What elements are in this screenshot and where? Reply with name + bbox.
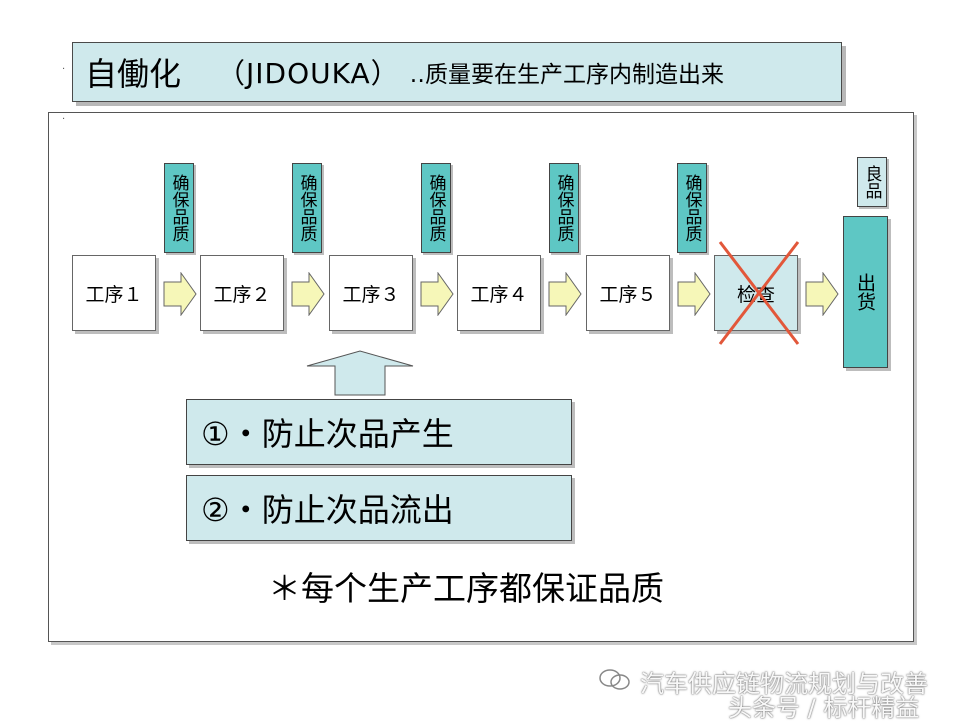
arrow-up-icon	[306, 350, 414, 396]
title-main: 自働化	[85, 55, 182, 93]
decorative-dot: ·	[62, 114, 66, 125]
footer-statement: ＊每个生产工序都保证品质	[268, 569, 664, 608]
process-2: 工序２	[200, 255, 284, 331]
title-roman: （JIDOUKA）	[217, 57, 400, 90]
quality-tag-5: 确保品质	[677, 163, 707, 253]
quality-tag-2: 确保品质	[292, 163, 322, 253]
arrow-right-icon	[420, 272, 454, 316]
arrow-right-icon	[805, 272, 839, 316]
decorative-dot: ·	[62, 64, 66, 75]
note-prevent-outflow: ②・防止次品流出	[186, 475, 572, 541]
arrow-right-icon	[548, 272, 582, 316]
watermark-logo-icon	[599, 669, 630, 690]
process-3: 工序３	[329, 255, 413, 331]
shipping-box: 出货	[843, 216, 888, 368]
quality-tag-4: 确保品质	[549, 163, 579, 253]
watermark-line-2: 头条号 / 标杆精益	[728, 694, 920, 722]
arrow-right-icon	[677, 272, 711, 316]
good-product-tag: 良品	[857, 157, 887, 207]
quality-tag-1: 确保品质	[164, 163, 194, 253]
note-prevent-defects: ①・防止次品产生	[186, 399, 572, 465]
arrow-right-icon	[291, 272, 325, 316]
process-4: 工序４	[457, 255, 541, 331]
watermark-line-1: 汽车供应链物流规划与改善	[640, 670, 928, 698]
quality-tag-3: 确保品质	[421, 163, 451, 253]
cross-out-mark	[718, 241, 800, 345]
process-1: 工序１	[72, 255, 156, 331]
process-5: 工序５	[586, 255, 670, 331]
title-bar: 自働化 （JIDOUKA） ‥质量要在生产工序内制造出来	[72, 42, 842, 102]
title-subtitle: ‥质量要在生产工序内制造出来	[409, 62, 725, 88]
arrow-right-icon	[163, 272, 197, 316]
